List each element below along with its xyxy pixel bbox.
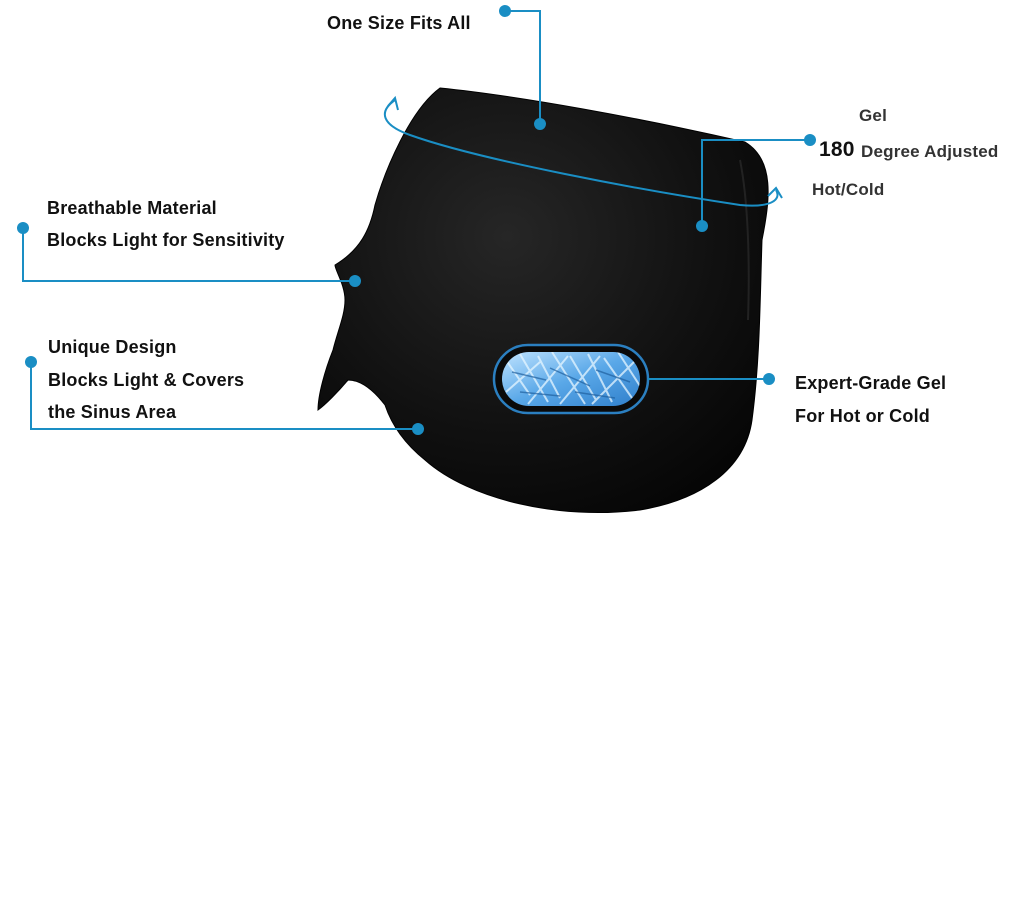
callout-line-breathable — [22, 228, 355, 282]
label-gel-top: Gel — [859, 106, 888, 125]
rotation-arrow-icon — [767, 186, 783, 199]
label-expert-line1: Expert-Grade Gel — [795, 373, 947, 393]
label-one-size: One Size Fits All — [327, 13, 471, 33]
callout-dot-icon — [412, 423, 424, 435]
callout-dot-icon — [17, 222, 29, 234]
callout-line-degree — [701, 139, 810, 226]
callout-dot-icon — [349, 275, 361, 287]
label-breathable-line2: Blocks Light for Sensitivity — [47, 230, 285, 250]
label-unique-line1: Unique Design — [48, 337, 177, 357]
callout-dot-icon — [696, 220, 708, 232]
callout-dot-icon — [804, 134, 816, 146]
callout-line-unique — [30, 362, 418, 430]
rotation-arc — [384, 99, 779, 207]
label-expert-line2: For Hot or Cold — [795, 406, 930, 426]
callout-dot-icon — [534, 118, 546, 130]
label-degree-text: Degree Adjusted — [861, 142, 999, 161]
callout-dot-icon — [499, 5, 511, 17]
callout-dot-icon — [763, 373, 775, 385]
mask-seam — [739, 159, 750, 321]
label-unique-line3: the Sinus Area — [48, 402, 177, 422]
gel-insert — [502, 352, 640, 406]
sleep-mask-body — [317, 87, 769, 514]
label-hot-cold: Hot/Cold — [812, 180, 885, 199]
label-breathable-line1: Breathable Material — [47, 198, 217, 218]
label-unique-line2: Blocks Light & Covers — [48, 370, 245, 390]
label-degree-number: 180 — [819, 138, 855, 161]
rotation-arrow-icon — [387, 95, 399, 111]
callout-line-one-size — [505, 10, 541, 124]
callout-dot-icon — [25, 356, 37, 368]
